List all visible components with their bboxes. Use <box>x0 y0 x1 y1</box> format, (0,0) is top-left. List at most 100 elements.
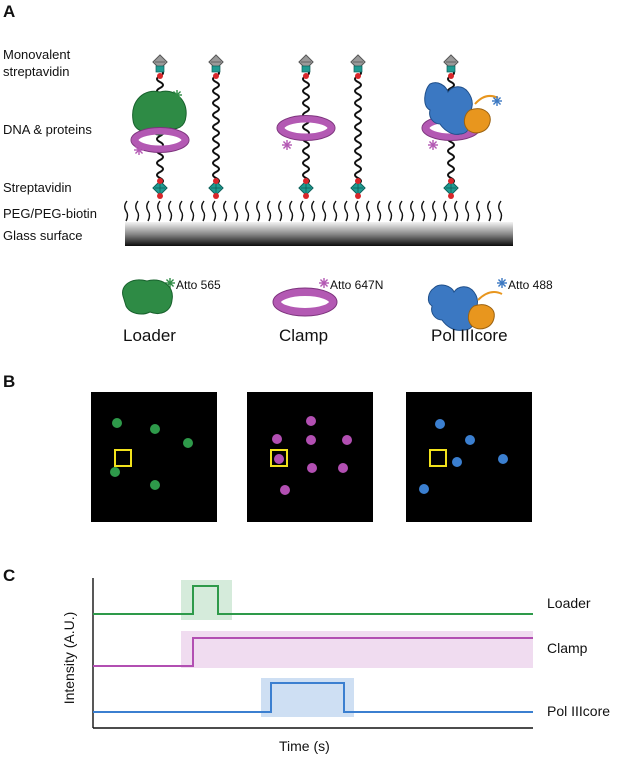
dna-strands <box>152 54 459 199</box>
peg-chain <box>366 200 371 222</box>
peg-chain <box>300 200 305 222</box>
legend-clamp-name: Clamp <box>279 326 329 345</box>
peg-chain <box>245 200 250 222</box>
peg-chain <box>421 200 426 222</box>
peg-chain <box>355 200 360 222</box>
peg-chain <box>498 200 503 222</box>
peg-chain <box>124 200 129 222</box>
legend-pol-glyph <box>427 284 503 331</box>
pol-trace <box>93 682 533 713</box>
peg-chain <box>487 200 492 222</box>
peg-chain <box>454 200 459 222</box>
peg-chain <box>135 200 140 222</box>
pol-core-protein <box>424 82 499 135</box>
panel-letter-a: A <box>3 2 16 21</box>
label-glass: Glass surface <box>3 228 83 243</box>
peg-layer <box>124 200 503 222</box>
peg-chain <box>234 200 239 222</box>
selection-box <box>429 449 447 467</box>
dye-asterisk-icon <box>172 90 182 100</box>
dna-strand <box>208 54 224 199</box>
clamp-highlight <box>181 631 533 668</box>
panel-letter-b: B <box>3 372 16 391</box>
dye-asterisk-icon <box>497 278 507 288</box>
fluorescent-spot <box>306 416 316 426</box>
dye-asterisk-icon <box>428 140 438 150</box>
peg-chain <box>212 200 217 222</box>
peg-chain <box>476 200 481 222</box>
fluorescent-spot <box>498 454 508 464</box>
clamp-trace <box>93 637 533 667</box>
trace-label-clamp: Clamp <box>547 640 588 656</box>
peg-chain <box>388 200 393 222</box>
fluorescent-spot <box>419 484 429 494</box>
trace-label-loader: Loader <box>547 595 591 611</box>
peg-chain <box>179 200 184 222</box>
legend-clamp-glyph <box>272 287 338 317</box>
dye-asterisk-icon <box>282 140 292 150</box>
peg-chain <box>201 200 206 222</box>
peg-chain <box>311 200 316 222</box>
peg-chain <box>146 200 151 222</box>
peg-chain <box>289 200 294 222</box>
peg-chain <box>157 200 162 222</box>
peg-chain <box>322 200 327 222</box>
label-streptavidin: Streptavidin <box>3 180 72 195</box>
peg-chain <box>410 200 415 222</box>
label-peg: PEG/PEG-biotin <box>3 206 97 221</box>
peg-chain <box>333 200 338 222</box>
peg-chain <box>465 200 470 222</box>
peg-chain <box>443 200 448 222</box>
legend-clamp-dye: Atto 647N <box>330 278 384 292</box>
glass-surface <box>125 222 513 246</box>
peg-chain <box>223 200 228 222</box>
selection-box <box>114 449 132 467</box>
fluorescent-spot <box>452 457 462 467</box>
peg-chain <box>168 200 173 222</box>
fluorescent-spot <box>183 438 193 448</box>
dye-asterisk-icon <box>134 145 144 155</box>
pol-highlight <box>261 678 354 717</box>
fluorescent-spot <box>306 435 316 445</box>
legend-pol-name: Pol IIIcore <box>431 326 508 345</box>
label-dna-proteins: DNA & proteins <box>3 122 92 137</box>
dna-strand <box>350 54 366 199</box>
fluorescent-spot <box>307 463 317 473</box>
selection-box <box>270 449 288 467</box>
microscopy-frame <box>91 392 217 522</box>
peg-chain <box>190 200 195 222</box>
fluorescent-spot <box>150 424 160 434</box>
dye-asterisk-icon <box>492 96 502 106</box>
legend-loader-name: Loader <box>123 326 176 345</box>
peg-chain <box>344 200 349 222</box>
fluorescent-spot <box>280 485 290 495</box>
fluorescent-spot <box>274 454 284 464</box>
fluorescent-spot <box>150 480 160 490</box>
microscopy-frame <box>247 392 373 522</box>
fluorescent-spot <box>110 467 120 477</box>
fluorescent-spot <box>112 418 122 428</box>
fluorescent-spot <box>435 419 445 429</box>
trace-label-pol: Pol IIIcore <box>547 703 611 719</box>
peg-chain <box>256 200 261 222</box>
peg-chain <box>377 200 382 222</box>
fluorescent-spot <box>272 434 282 444</box>
panel-c-plot <box>92 578 533 729</box>
panel-b-images <box>91 392 532 522</box>
dna-strand <box>298 54 314 199</box>
x-axis-label: Time (s) <box>279 738 330 754</box>
peg-chain <box>399 200 404 222</box>
peg-chain <box>278 200 283 222</box>
y-axis-label: Intensity (A.U.) <box>61 611 77 705</box>
fluorescent-spot <box>465 435 475 445</box>
label-streptavidin-word: streptavidin <box>3 64 70 79</box>
dye-asterisk-icon <box>319 278 329 288</box>
label-monovalent: Monovalent <box>3 47 71 62</box>
microscopy-frame <box>406 392 532 522</box>
peg-chain <box>267 200 272 222</box>
legend-loader-glyph <box>122 279 173 315</box>
fluorescent-spot <box>342 435 352 445</box>
fluorescent-spot <box>338 463 348 473</box>
legend-pol-dye: Atto 488 <box>508 278 553 292</box>
